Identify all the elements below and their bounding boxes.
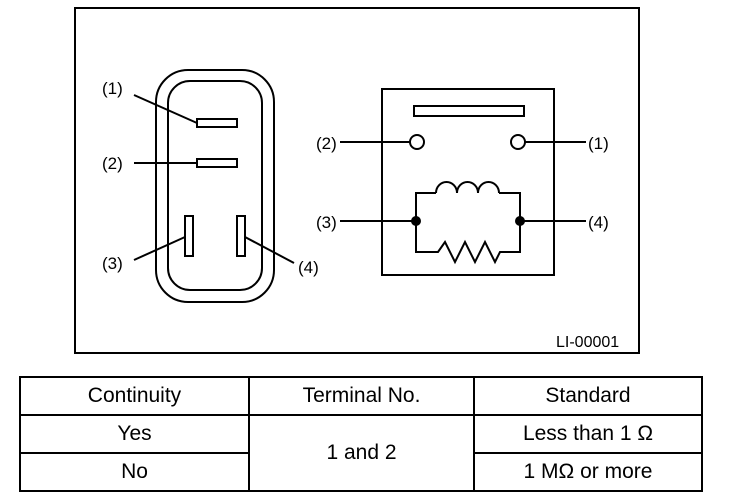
terminal-4-pin <box>236 215 246 257</box>
cell-standard-yes: Less than 1 Ω <box>473 414 703 454</box>
table-row: No 1 MΩ or more <box>19 452 703 492</box>
coil-winding <box>435 181 500 194</box>
resistor-branch <box>415 221 521 265</box>
cell-continuity-no: No <box>19 452 250 492</box>
cell-continuity-yes: Yes <box>19 414 250 454</box>
relay-diagram: (1) (2) (3) (4) (2) (1) (3) (4) LI-00001 <box>74 7 640 354</box>
terminal-2-pin <box>196 158 238 168</box>
connector-label-2: (2) <box>102 154 123 173</box>
connector-label-4: (4) <box>298 258 319 277</box>
header-terminal-no: Terminal No. <box>248 376 475 416</box>
continuity-table: Continuity Terminal No. Standard Yes 1 a… <box>19 376 703 492</box>
schematic-label-4: (4) <box>588 213 609 232</box>
leader-line-4 <box>244 236 295 264</box>
connector-label-3: (3) <box>102 254 123 273</box>
table-row: Yes 1 and 2 Less than 1 Ω <box>19 414 703 492</box>
connector-label-1: (1) <box>102 79 123 98</box>
schematic-label-1: (1) <box>588 134 609 153</box>
leader-line-3 <box>133 236 186 261</box>
table-header-row: Continuity Terminal No. Standard <box>19 376 703 416</box>
schematic-label-2: (2) <box>316 134 337 153</box>
junction-dot-3 <box>411 216 421 226</box>
coil-wire-right <box>499 192 521 221</box>
header-continuity: Continuity <box>19 376 250 416</box>
schematic-box <box>381 88 555 276</box>
connector-outer-housing <box>155 69 275 303</box>
terminal-2-contact <box>409 134 425 150</box>
terminal-1-contact <box>510 134 526 150</box>
figure-id: LI-00001 <box>556 334 619 351</box>
connector-view <box>133 69 295 303</box>
switch-contact-bar <box>413 105 525 117</box>
schematic-label-3: (3) <box>316 213 337 232</box>
terminal-3-pin <box>184 215 194 257</box>
cell-standard-no: 1 MΩ or more <box>473 452 703 492</box>
junction-dot-4 <box>515 216 525 226</box>
schematic-view <box>340 88 586 276</box>
header-standard: Standard <box>473 376 703 416</box>
cell-terminal-no: 1 and 2 <box>248 414 475 492</box>
connector-inner-housing <box>167 80 263 291</box>
coil-wire-left <box>415 192 436 221</box>
relay-diagram-svg: (1) (2) (3) (4) (2) (1) (3) (4) LI-00001 <box>102 69 619 351</box>
terminal-1-pin <box>196 118 238 128</box>
leader-line-1 <box>133 94 198 124</box>
